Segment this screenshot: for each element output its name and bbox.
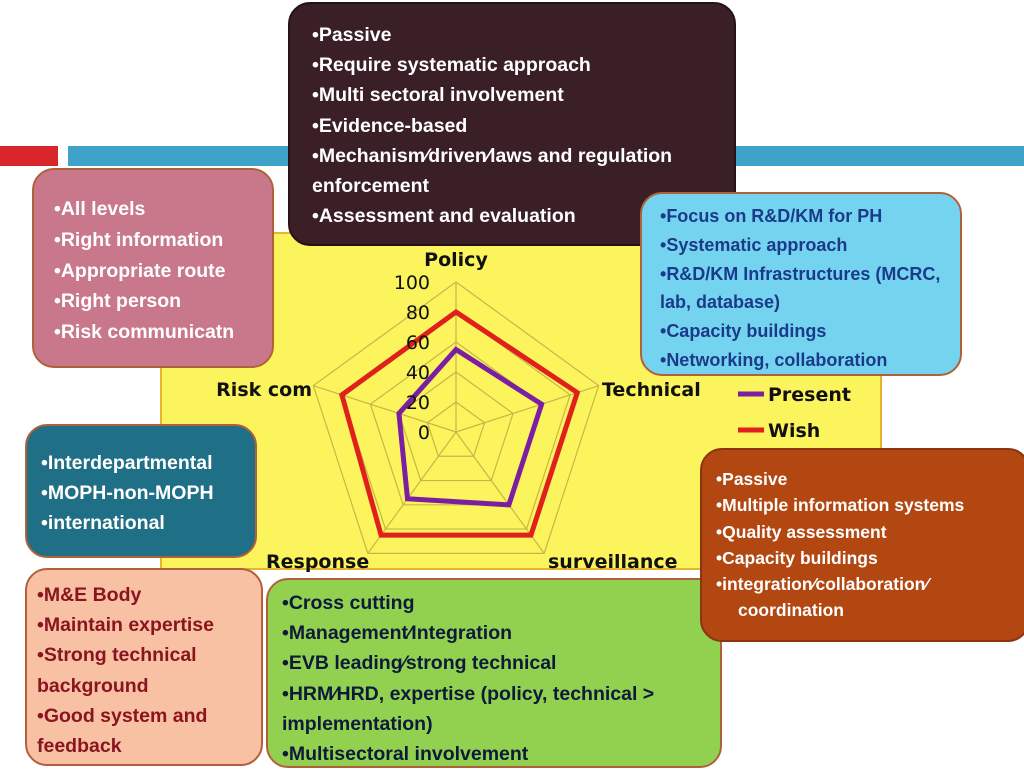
- response-item: MOPH-non-MOPH: [41, 478, 245, 508]
- me-box: M&E Body Maintain expertise Strong techn…: [25, 568, 263, 766]
- technical-item: Capacity buildings: [660, 317, 948, 346]
- surveillance-item-continuation: coordination: [738, 600, 844, 621]
- risk-com-item: All levels: [54, 194, 262, 225]
- surveillance-item: Capacity buildings: [716, 545, 1018, 571]
- policy-item: Multi sectoral involvement: [312, 80, 720, 110]
- surveillance-item: Passive: [716, 466, 1018, 492]
- policy-item: Evidence-based: [312, 111, 720, 141]
- cross-cutting-item: HRM⁄HRD, expertise (policy, technical > …: [282, 679, 708, 739]
- cross-cutting-item: EVB leading⁄strong technical: [282, 648, 708, 678]
- response-box: Interdepartmental MOPH-non-MOPH internat…: [25, 424, 257, 558]
- cross-cutting-item: Multisectoral involvement: [282, 739, 708, 769]
- policy-item: Assessment and evaluation: [312, 201, 720, 231]
- technical-box: Focus on R&D/KM for PH Systematic approa…: [640, 192, 962, 376]
- title-accent-red-bar: [0, 146, 58, 166]
- cross-cutting-item: Management⁄Integration: [282, 618, 708, 648]
- me-item: Strong technical background: [37, 640, 251, 700]
- technical-item: Systematic approach: [660, 231, 948, 260]
- response-item: Interdepartmental: [41, 448, 245, 478]
- risk-com-item: Risk communicatn: [54, 317, 262, 348]
- policy-item: Passive: [312, 20, 720, 50]
- me-item: M&E Body: [37, 580, 251, 610]
- response-item: international: [41, 508, 245, 538]
- surveillance-item: integration⁄collaboration⁄: [716, 571, 1018, 597]
- risk-com-item: Right information: [54, 225, 262, 256]
- surveillance-box: Passive Multiple information systems Qua…: [700, 448, 1024, 642]
- me-item: Good system and feedback: [37, 701, 251, 761]
- policy-item: Mechanism⁄driven⁄laws and regulation enf…: [312, 141, 720, 201]
- policy-item: Require systematic approach: [312, 50, 720, 80]
- technical-item: Focus on R&D/KM for PH: [660, 202, 948, 231]
- surveillance-item: Multiple information systems: [716, 492, 1018, 518]
- surveillance-item: Quality assessment: [716, 519, 1018, 545]
- cross-cutting-box: Cross cutting Management⁄Integration EVB…: [266, 578, 722, 768]
- technical-item: R&D/KM Infrastructures (MCRC, lab, datab…: [660, 260, 948, 318]
- risk-com-box: All levels Right information Appropriate…: [32, 168, 274, 368]
- risk-com-item: Appropriate route: [54, 256, 262, 287]
- risk-com-item: Right person: [54, 286, 262, 317]
- me-item: Maintain expertise: [37, 610, 251, 640]
- technical-item: Networking, collaboration: [660, 346, 948, 375]
- cross-cutting-item: Cross cutting: [282, 588, 708, 618]
